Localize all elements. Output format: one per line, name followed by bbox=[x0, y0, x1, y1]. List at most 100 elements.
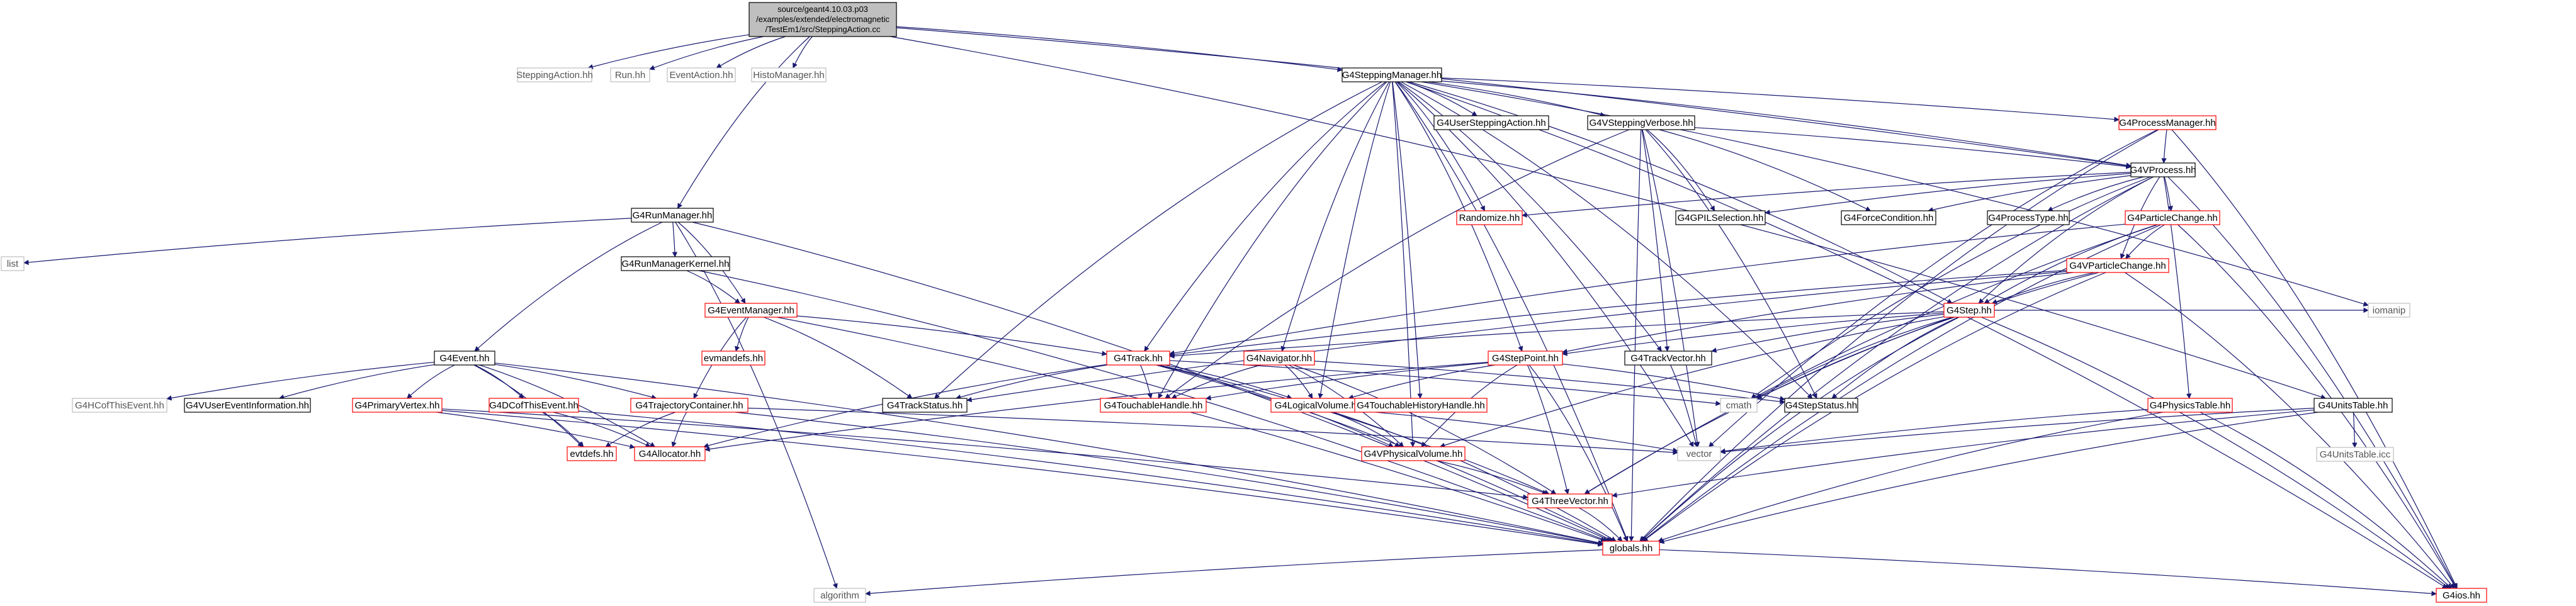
include-edge bbox=[441, 408, 1528, 500]
node-box bbox=[2313, 398, 2393, 413]
node-label: G4TrackStatus.hh bbox=[887, 400, 963, 411]
include-edge bbox=[672, 222, 678, 257]
header-node-g4steppoint[interactable]: G4StepPoint.hh bbox=[1488, 351, 1563, 366]
node-box bbox=[2436, 588, 2487, 603]
include-edge bbox=[716, 36, 786, 69]
header-node-list[interactable]: list bbox=[1, 256, 25, 271]
node-label: evtdefs.hh bbox=[570, 449, 613, 459]
node-label: G4VPhysicalVolume.hh bbox=[1364, 449, 1463, 459]
header-node-g4trackstatus[interactable]: G4TrackStatus.hh bbox=[882, 398, 968, 413]
header-node-g4forcecondition[interactable]: G4ForceCondition.hh bbox=[1841, 210, 1936, 225]
root-path-line-1: source/geant4.10.03.p03 bbox=[777, 4, 868, 14]
include-edge bbox=[1522, 172, 2132, 218]
node-box bbox=[621, 256, 730, 271]
header-node-g4navigator[interactable]: G4Navigator.hh bbox=[1243, 351, 1315, 366]
include-edge bbox=[1280, 81, 1390, 352]
node-label: Run.hh bbox=[615, 70, 645, 81]
node-box bbox=[184, 398, 311, 413]
node-box bbox=[1987, 210, 2070, 225]
node-box bbox=[1943, 303, 1995, 318]
header-node-g4unitstable-icc[interactable]: G4UnitsTable.icc bbox=[2316, 447, 2394, 462]
include-edge bbox=[1694, 127, 2132, 169]
header-node-g4stepstatus[interactable]: G4StepStatus.hh bbox=[1784, 398, 1858, 413]
header-node-g4event[interactable]: G4Event.hh bbox=[434, 351, 495, 366]
dependency-edges bbox=[23, 26, 2458, 597]
header-node-g4ios[interactable]: G4ios.hh bbox=[2436, 588, 2487, 603]
header-node-g4allocator[interactable]: G4Allocator.hh bbox=[634, 446, 706, 461]
header-node-g4runmanagerkernel[interactable]: G4RunManagerKernel.hh bbox=[621, 256, 730, 271]
header-node-iomanip[interactable]: iomanip bbox=[2368, 303, 2410, 318]
header-node-g4touchablehandle[interactable]: G4TouchableHandle.hh bbox=[1100, 398, 1207, 413]
header-node-cmath[interactable]: cmath bbox=[1720, 398, 1758, 413]
node-box bbox=[634, 446, 706, 461]
header-node-g4threevector[interactable]: G4ThreeVector.hh bbox=[1527, 493, 1613, 508]
header-node-algorithm[interactable]: algorithm bbox=[813, 588, 866, 603]
include-edge bbox=[1396, 81, 1486, 211]
header-node-g4steppingmanager[interactable]: G4SteppingManager.hh bbox=[1342, 67, 1442, 82]
include-edge bbox=[1928, 175, 2132, 213]
include-edge bbox=[1314, 361, 1785, 405]
include-edge bbox=[1406, 81, 2448, 589]
header-node-g4eventmanager[interactable]: G4EventManager.hh bbox=[704, 303, 798, 318]
node-box bbox=[1106, 351, 1170, 366]
header-node-g4trackvector[interactable]: G4TrackVector.hh bbox=[1624, 351, 1712, 366]
header-node-g4gplselection[interactable]: G4GPILSelection.hh bbox=[1675, 210, 1766, 225]
include-edge bbox=[1612, 409, 2315, 498]
node-label: G4ios.hh bbox=[2443, 590, 2480, 601]
node-box bbox=[2130, 162, 2196, 177]
include-edge bbox=[865, 549, 1603, 597]
header-node-g4vprocess[interactable]: G4VProcess.hh bbox=[2130, 162, 2196, 177]
header-node-g4particlechange[interactable]: G4ParticleChange.hh bbox=[2125, 210, 2220, 225]
node-box bbox=[1361, 446, 1466, 461]
header-node-g4step[interactable]: G4Step.hh bbox=[1943, 303, 1995, 318]
header-node-g4logicalvolume[interactable]: G4LogicalVolume.hh bbox=[1270, 398, 1366, 413]
node-box bbox=[1433, 115, 1549, 130]
header-node-randomize[interactable]: Randomize.hh bbox=[1456, 210, 1523, 225]
include-edge bbox=[1980, 317, 2450, 589]
node-label: G4ForceCondition.hh bbox=[1844, 213, 1934, 223]
node-label: globals.hh bbox=[1610, 543, 1652, 554]
header-node-g4vsteppingverbose[interactable]: G4VSteppingVerbose.hh bbox=[1587, 115, 1695, 130]
header-node-g4userstepping[interactable]: G4UserSteppingAction.hh bbox=[1433, 115, 1549, 130]
include-edge bbox=[1159, 364, 1550, 495]
include-edge bbox=[1641, 129, 1670, 352]
header-node-g4runmanager[interactable]: G4RunManager.hh bbox=[631, 208, 714, 223]
header-node-g4primaryvertex[interactable]: G4PrimaryVertex.hh bbox=[352, 398, 443, 413]
include-edge bbox=[1365, 410, 1678, 453]
include-edge bbox=[793, 36, 813, 69]
node-box bbox=[1784, 398, 1858, 413]
header-node-g4track[interactable]: G4Track.hh bbox=[1106, 351, 1170, 366]
header-node-evmandefs[interactable]: evmandefs.hh bbox=[701, 351, 765, 366]
include-edge bbox=[735, 412, 1603, 546]
header-node-g4processtype[interactable]: G4ProcessType.hh bbox=[1987, 210, 2070, 225]
include-edge bbox=[1164, 364, 1292, 400]
header-node-vector[interactable]: vector bbox=[1677, 446, 1721, 461]
header-node-g4physicstable[interactable]: G4PhysicsTable.hh bbox=[2147, 398, 2233, 413]
header-node-evtdefs[interactable]: evtdefs.hh bbox=[567, 446, 617, 461]
header-node-g4processmanager[interactable]: G4ProcessManager.hh bbox=[2118, 115, 2217, 130]
node-box bbox=[434, 351, 495, 366]
include-edge bbox=[1658, 412, 2164, 542]
header-node-g4vphysicalvolume[interactable]: G4VPhysicalVolume.hh bbox=[1361, 446, 1466, 461]
include-edge bbox=[1206, 362, 1489, 401]
include-edge bbox=[2125, 224, 2165, 259]
include-edge bbox=[1584, 317, 1955, 495]
include-edge bbox=[541, 412, 584, 447]
header-node-g4trajectorycontainer[interactable]: G4TrajectoryContainer.hh bbox=[630, 398, 749, 413]
header-node-steppingaction[interactable]: SteppingAction.hh bbox=[516, 67, 593, 82]
header-node-run[interactable]: Run.hh bbox=[610, 67, 650, 82]
root-file-node[interactable]: source/geant4.10.03.p03 /examples/extend… bbox=[749, 2, 897, 37]
header-node-g4vparticlechange[interactable]: G4VParticleChange.hh bbox=[2066, 258, 2169, 273]
include-edge bbox=[1293, 364, 1557, 495]
header-node-globals[interactable]: globals.hh bbox=[1602, 541, 1660, 556]
header-node-g4unitstable-hh[interactable]: G4UnitsTable.hh bbox=[2313, 398, 2393, 413]
header-node-eventaction[interactable]: EventAction.hh bbox=[667, 67, 736, 82]
header-node-g4touchablehistoryhandle[interactable]: G4TouchableHistoryHandle.hh bbox=[1354, 398, 1488, 413]
include-edge bbox=[2161, 129, 2167, 164]
node-box bbox=[2125, 210, 2220, 225]
header-node-g4vusereventinformation[interactable]: G4VUserEventInformation.hh bbox=[184, 398, 311, 413]
header-node-g4dcofthisevent[interactable]: G4DCofThisEvent.hh bbox=[489, 398, 579, 413]
node-box bbox=[1488, 351, 1563, 366]
header-node-g4hcofthisevent[interactable]: G4HCofThisEvent.hh bbox=[72, 398, 167, 413]
header-node-histomanager[interactable]: HistoManager.hh bbox=[751, 67, 827, 82]
